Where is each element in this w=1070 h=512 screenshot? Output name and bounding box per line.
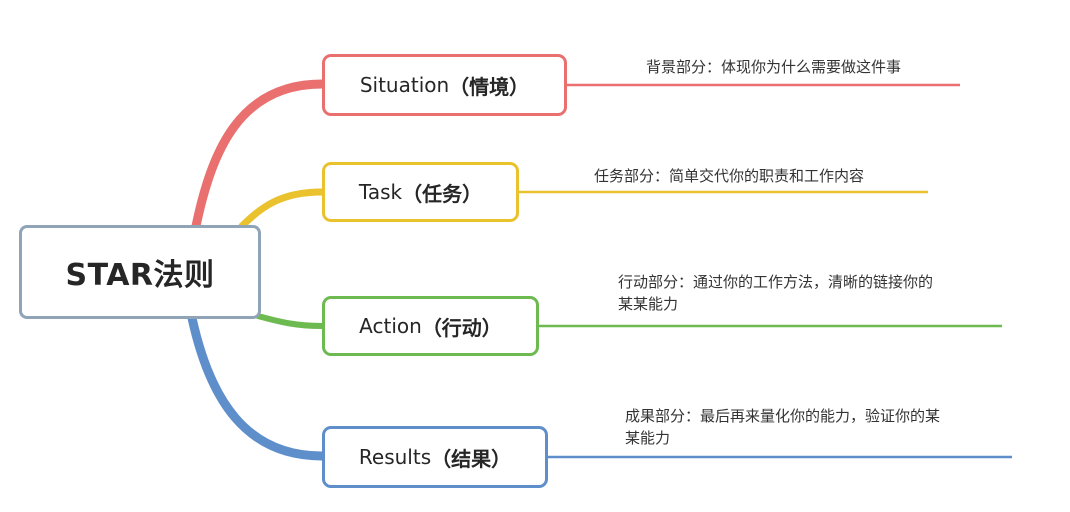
description-line: 任务部分：简单交代你的职责和工作内容 [594,167,865,185]
connector-results [187,313,327,461]
description-action: 行动部分：通过你的工作方法，清晰的链接你的 某某能力 [618,271,933,315]
description-task: 任务部分：简单交代你的职责和工作内容 [594,165,864,187]
description-line: 成果部分：最后再来量化你的能力，验证你的某 [625,407,941,425]
branch-label-en: Results [358,445,432,469]
root-label: STAR法则 [65,258,215,293]
description-line: 背景部分：体现你为什么需要做这件事 [646,58,902,76]
description-situation: 背景部分：体现你为什么需要做这件事 [646,56,901,78]
branch-label-en: Task [358,180,403,204]
connector-action [255,313,325,329]
branch-node-task[interactable]: Task（任务） [322,162,519,222]
connector-task [238,188,326,230]
root-node[interactable]: STAR法则 [19,225,261,319]
description-line: 某某能力 [618,295,679,313]
description-results: 成果部分：最后再来量化你的能力，验证你的某 某能力 [625,405,940,449]
branch-node-situation[interactable]: Situation（情境） [322,54,567,116]
branch-node-action[interactable]: Action（行动） [322,296,539,356]
connector-situation [191,79,327,231]
branch-label-cn: （任务） [402,181,483,206]
branch-label-en: Situation [359,73,450,97]
description-line: 行动部分：通过你的工作方法，清晰的链接你的 [618,273,934,291]
branch-node-results[interactable]: Results（结果） [322,426,548,488]
branch-label-cn: （行动） [421,315,502,340]
branch-label-cn: （结果） [431,446,512,471]
branch-label-cn: （情境） [449,74,530,99]
description-line: 某能力 [625,429,671,447]
branch-label-en: Action [359,314,422,338]
